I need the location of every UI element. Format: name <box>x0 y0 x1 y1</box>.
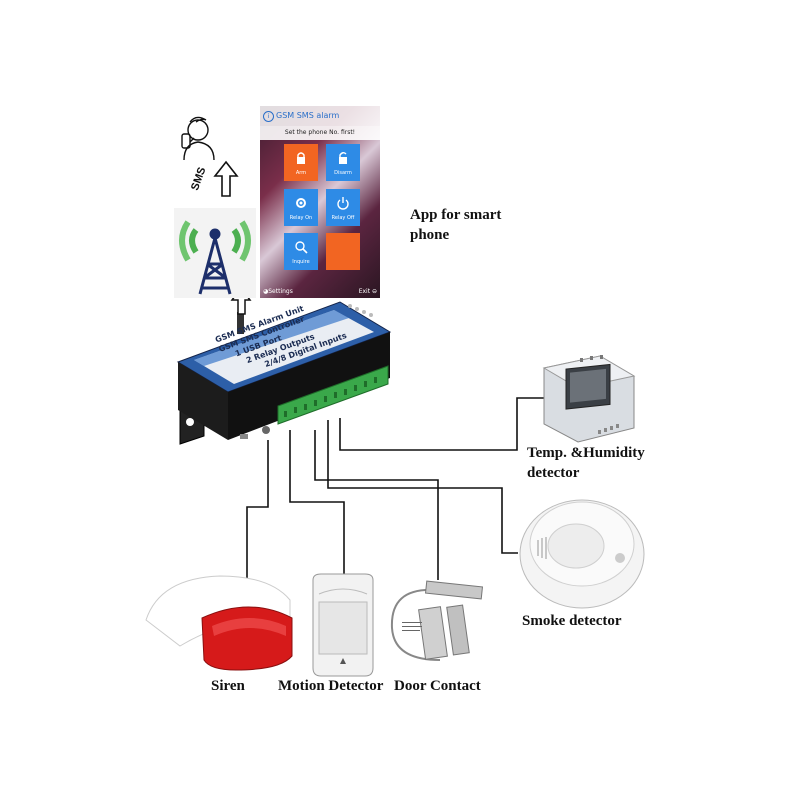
settings-label: Settings <box>268 288 293 295</box>
relay-off-tile[interactable]: Relay Off <box>326 189 360 226</box>
power-icon <box>337 197 349 210</box>
signal-waves <box>179 220 251 262</box>
wire-smoke <box>327 420 518 554</box>
smoke-detector-icon <box>519 499 645 609</box>
app-footer: ◕Settings Exit ⊖ <box>260 286 380 298</box>
smoke-detector-label: Smoke detector <box>522 613 622 629</box>
siren-icon <box>145 575 293 671</box>
exit-icon: ⊖ <box>370 288 377 295</box>
temp-humidity-label: Temp. &Humidity detector <box>527 445 645 481</box>
usb-port <box>240 434 248 439</box>
wire-siren <box>246 440 269 583</box>
info-icon: i <box>263 111 274 122</box>
tile-label: Inquire <box>292 259 310 265</box>
tile-label: Relay On <box>289 215 313 221</box>
settings-icon: ◕ <box>263 288 269 295</box>
temp-humidity-detector-icon <box>542 355 636 443</box>
cell-tower-icon <box>174 208 256 298</box>
smartphone-app-screen: i GSM SMS alarm Set the phone No. first!… <box>260 106 380 298</box>
settings-link[interactable]: ◕Settings <box>263 288 293 295</box>
wire-door <box>314 430 439 580</box>
tile-label: Relay Off <box>331 215 355 221</box>
wire-temp <box>339 397 545 451</box>
door-contact-label: Door Contact <box>394 678 481 694</box>
power-jack <box>262 426 270 434</box>
disarm-tile[interactable]: Disarm <box>326 144 360 181</box>
lock-closed-icon <box>297 152 305 164</box>
lock-open-icon <box>339 152 347 164</box>
gear-icon <box>296 198 306 208</box>
motion-detector-icon <box>312 573 374 677</box>
app-caption: App for smart phone <box>410 207 502 243</box>
exit-label: Exit <box>358 288 371 295</box>
tile-label: Arm <box>295 170 307 176</box>
tile-label: Disarm <box>334 170 352 176</box>
wire-motion <box>289 430 345 578</box>
siren-label: Siren <box>211 678 245 694</box>
relay-on-tile[interactable]: Relay On <box>284 189 318 226</box>
arm-tile[interactable]: Arm <box>284 144 318 181</box>
up-arrow-icon <box>213 160 239 197</box>
person-phone-icon <box>181 116 215 161</box>
blank-tile[interactable] <box>326 233 360 270</box>
app-subtitle: Set the phone No. first! <box>260 126 380 140</box>
motion-detector-label: Motion Detector <box>278 678 384 694</box>
app-header: i GSM SMS alarm <box>260 106 380 126</box>
inquire-tile[interactable]: Inquire <box>284 233 318 270</box>
door-contact-icon <box>390 580 484 661</box>
search-icon <box>295 241 308 254</box>
gsm-alarm-unit <box>176 301 392 445</box>
exit-link[interactable]: Exit ⊖ <box>359 288 377 295</box>
app-title: GSM SMS alarm <box>276 111 340 120</box>
